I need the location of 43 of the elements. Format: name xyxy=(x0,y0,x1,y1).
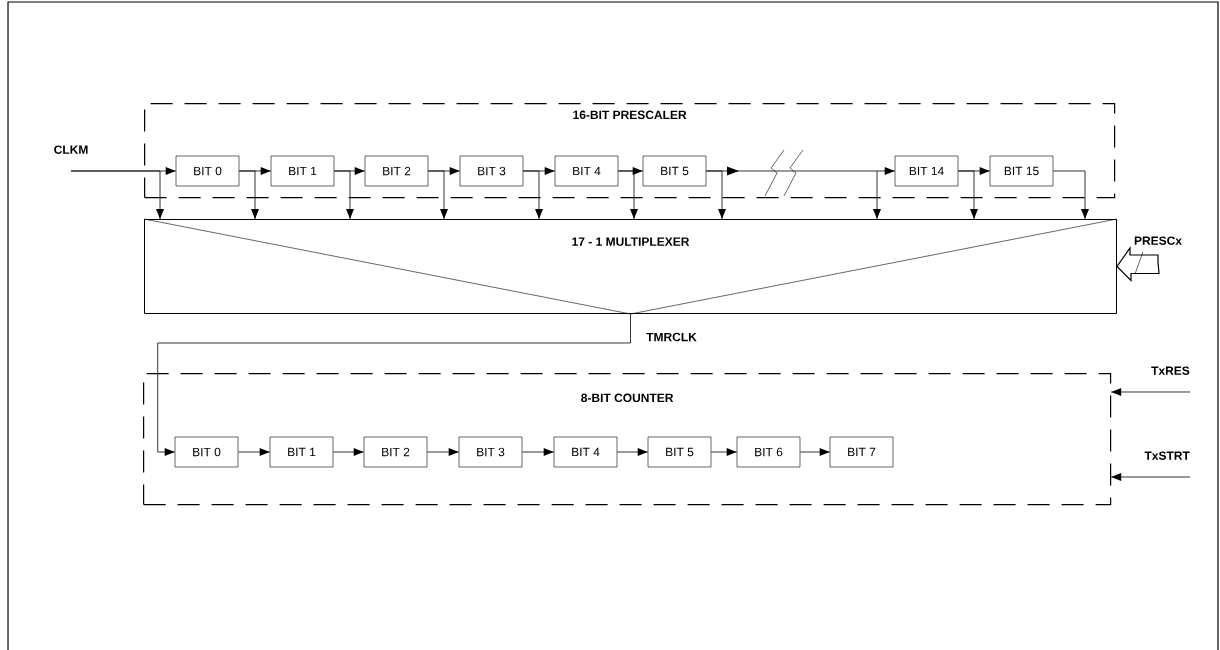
arrow xyxy=(157,313,631,456)
signal-label: TxSTRT xyxy=(1144,451,1190,460)
bit-box: BIT 6 xyxy=(736,436,801,468)
bit-box: BIT 2 xyxy=(363,436,428,468)
signal-label: CLKM xyxy=(54,145,88,154)
arrow xyxy=(1110,473,1191,481)
bit-box: BIT 15 xyxy=(989,155,1054,187)
bit-box: BIT 5 xyxy=(647,436,712,468)
arrow xyxy=(332,448,365,456)
bit-box: BIT 4 xyxy=(553,436,618,468)
arrow xyxy=(70,170,164,220)
bit-box: BIT 3 xyxy=(458,436,523,468)
arrow xyxy=(799,448,831,456)
arrow xyxy=(1110,388,1191,396)
bit-box: BIT 0 xyxy=(175,155,240,187)
bit-box: BIT 2 xyxy=(364,155,429,187)
arrow xyxy=(616,448,649,456)
multiplexer-block: 17 - 1 MULTIPLEXER xyxy=(143,218,1118,315)
arrow xyxy=(426,448,460,456)
bit-box: BIT 4 xyxy=(554,155,619,187)
bit-box: BIT 1 xyxy=(270,155,335,187)
arrow xyxy=(617,170,638,220)
arrow xyxy=(238,170,259,220)
arrow xyxy=(521,448,555,456)
arrow xyxy=(705,170,726,220)
bit-box: BIT 1 xyxy=(269,436,334,468)
arrow xyxy=(1052,170,1089,220)
bit-box: BIT 7 xyxy=(829,436,894,468)
arrow xyxy=(427,170,448,220)
signal-label: PRESCx xyxy=(1134,236,1182,245)
bit-box: BIT 3 xyxy=(459,155,524,187)
edge-label: TMRCLK xyxy=(645,331,698,343)
arrow xyxy=(957,170,978,220)
bit-box: BIT 0 xyxy=(174,436,239,468)
signal-label: TxRES xyxy=(1151,366,1190,375)
arrow xyxy=(522,170,543,220)
arrow xyxy=(710,448,738,456)
bit-box: BIT 5 xyxy=(642,155,707,187)
arrow xyxy=(873,170,881,220)
arrow xyxy=(1116,246,1160,282)
bit-box: BIT 14 xyxy=(894,155,959,187)
arrow xyxy=(237,448,271,456)
arrow xyxy=(333,170,354,220)
